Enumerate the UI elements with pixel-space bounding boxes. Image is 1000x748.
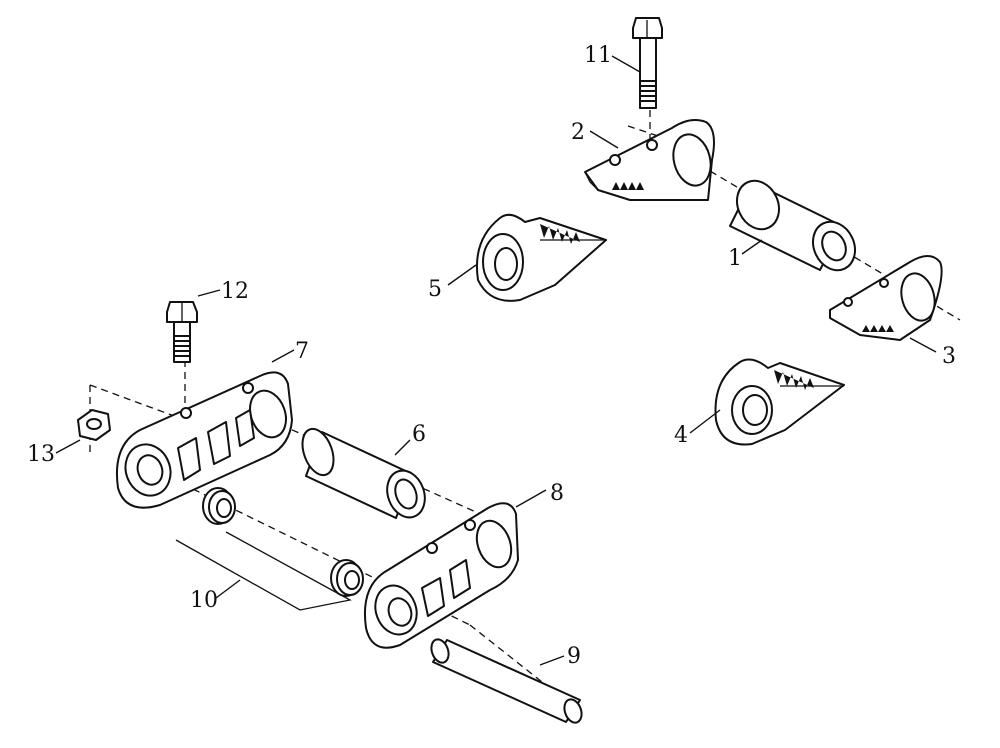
nut-part-13 bbox=[77, 409, 111, 441]
shoe-half-part-4 bbox=[714, 358, 845, 446]
callout-3: 3 bbox=[942, 344, 956, 369]
link-half-part-2 bbox=[584, 119, 715, 201]
callout-11: 11 bbox=[584, 43, 612, 68]
callout-6: 6 bbox=[412, 422, 426, 447]
callout-9: 9 bbox=[567, 644, 581, 669]
link-part-7 bbox=[116, 371, 293, 509]
callout-4: 4 bbox=[674, 423, 688, 448]
bolt-part-12 bbox=[166, 301, 198, 363]
link-part-8 bbox=[364, 502, 519, 649]
callout-10: 10 bbox=[190, 588, 218, 613]
callout-8: 8 bbox=[550, 481, 564, 506]
callout-7: 7 bbox=[295, 339, 309, 364]
callout-13: 13 bbox=[27, 442, 55, 467]
callout-leaders bbox=[55, 55, 937, 666]
callout-12: 12 bbox=[221, 279, 249, 304]
shoe-half-part-5 bbox=[476, 213, 607, 302]
bushing-part-1 bbox=[729, 179, 856, 272]
bolt-part-11 bbox=[632, 17, 663, 109]
callout-labels: 11 2 1 5 3 4 12 7 13 6 8 9 10 bbox=[27, 43, 956, 669]
callout-5: 5 bbox=[428, 277, 442, 302]
callout-2: 2 bbox=[571, 120, 585, 145]
pin-part-9 bbox=[430, 638, 583, 724]
seal-set-part-10 bbox=[175, 487, 364, 611]
bushing-part-6 bbox=[301, 427, 426, 519]
callout-1: 1 bbox=[728, 246, 742, 271]
link-half-part-3 bbox=[829, 255, 943, 341]
